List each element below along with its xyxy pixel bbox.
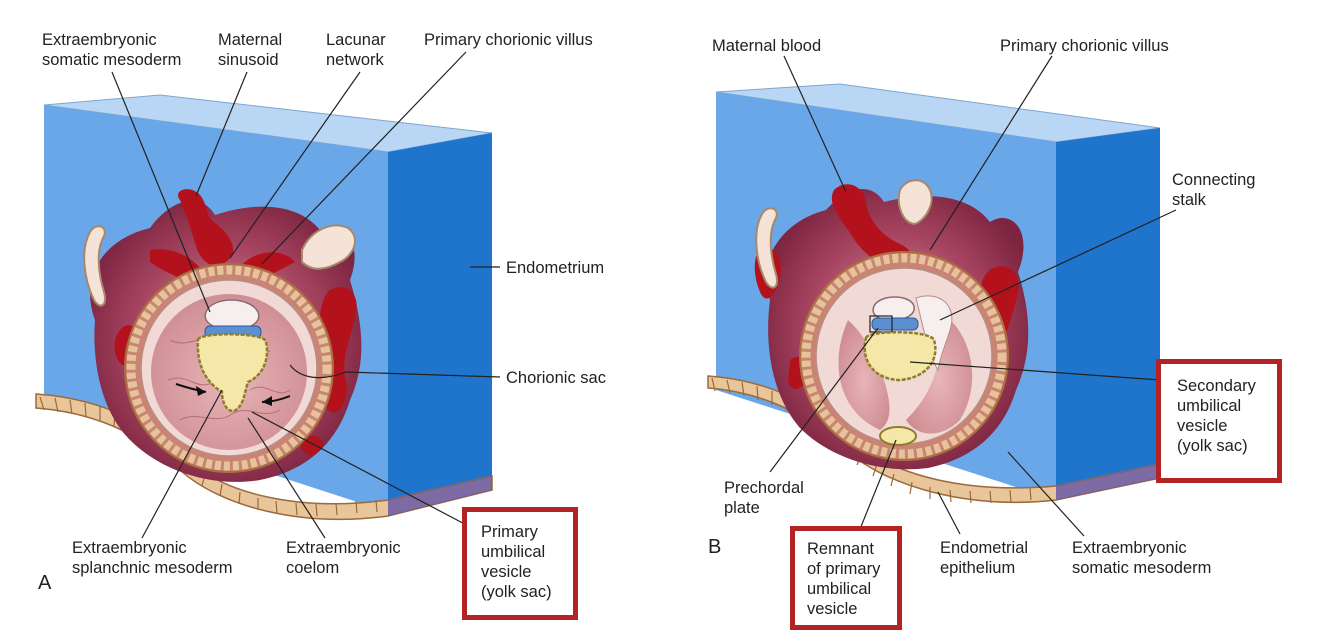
label-maternal-blood: Maternal blood xyxy=(712,37,822,55)
remnant-primary-umbilical-vesicle-shape-b xyxy=(879,426,917,446)
cytotrophoblast-beads-a xyxy=(126,265,332,471)
label-primary-chorionic-villus-a: Primary chorionic villus xyxy=(424,31,593,49)
label-connecting-stalk: Connecting stalk xyxy=(1172,171,1256,209)
endometrium-side-face-b xyxy=(1056,128,1160,500)
label-extraembryonic-somatic-mesoderm-a: Extraembryonic somatic mesoderm xyxy=(42,31,182,69)
secondary-umbilical-vesicle-shape-b xyxy=(863,331,937,382)
arrow-left-head-a xyxy=(196,386,206,396)
label-chorionic-sac: Chorionic sac xyxy=(506,369,606,387)
panel-a-block xyxy=(35,51,501,539)
highlight-box-remnant-primary-umbilical-vesicle: Remnant of primary umbilical vesicle xyxy=(790,526,902,630)
cytotrophoblast-beads-b xyxy=(801,253,1007,459)
epithelium-basal-a xyxy=(388,476,492,516)
lacuna-a-1 xyxy=(150,249,295,296)
label-extraembryonic-splanchnic-mesoderm: Extraembryonic splanchnic mesoderm xyxy=(72,539,233,577)
amniotic-cavity-b xyxy=(872,296,915,321)
highlight-box-primary-umbilical-vesicle: Primary umbilical vesicle (yolk sac) xyxy=(462,507,578,620)
endometrium-side-face-a xyxy=(388,133,492,512)
uterine-gland-a-1 xyxy=(83,225,106,307)
extraembryonic-coelom-b-left xyxy=(838,320,890,430)
maternal-blood-a xyxy=(178,189,234,266)
arrow-right-head-a xyxy=(262,396,272,406)
label-lacunar-network: Lacunar network xyxy=(326,31,386,69)
uterine-gland-b-2 xyxy=(897,179,933,226)
leader-lines-b xyxy=(769,55,1177,537)
leader-lines-a xyxy=(111,51,501,539)
label-endometrial-epithelium: Endometrial epithelium xyxy=(940,539,1029,577)
highlight-box-secondary-umbilical-vesicle: Secondary umbilical vesicle (yolk sac) xyxy=(1156,359,1282,483)
panel-b-block xyxy=(707,55,1177,537)
label-maternal-sinusoid: Maternal sinusoid xyxy=(218,31,283,69)
label-primary-umbilical-vesicle: Primary umbilical vesicle (yolk sac) xyxy=(481,523,552,601)
panel-letter-a: A xyxy=(38,572,52,594)
epithelium-basal-b xyxy=(1056,464,1160,500)
uterine-gland-b-1 xyxy=(755,207,778,289)
uterine-gland-a-2 xyxy=(301,224,356,270)
label-extraembryonic-somatic-mesoderm-b: Extraembryonic somatic mesoderm xyxy=(1072,539,1212,577)
maternal-blood-b xyxy=(831,184,913,270)
label-endometrium: Endometrium xyxy=(506,259,605,277)
amniotic-cavity-a xyxy=(204,299,260,331)
label-secondary-umbilical-vesicle: Secondary umbilical vesicle (yolk sac) xyxy=(1177,377,1256,455)
label-extraembryonic-coelom: Extraembryonic coelom xyxy=(286,539,401,577)
panel-letter-b: B xyxy=(708,536,722,558)
extraembryonic-coelom-b-right xyxy=(906,312,973,434)
embryonic-disc-b xyxy=(871,317,919,331)
primary-umbilical-vesicle-shape-a xyxy=(196,333,269,413)
label-primary-chorionic-villus-b: Primary chorionic villus xyxy=(1000,37,1169,55)
label-remnant-primary-umbilical-vesicle: Remnant of primary umbilical vesicle xyxy=(807,540,881,618)
label-prechordal-plate: Prechordal plate xyxy=(724,479,804,517)
